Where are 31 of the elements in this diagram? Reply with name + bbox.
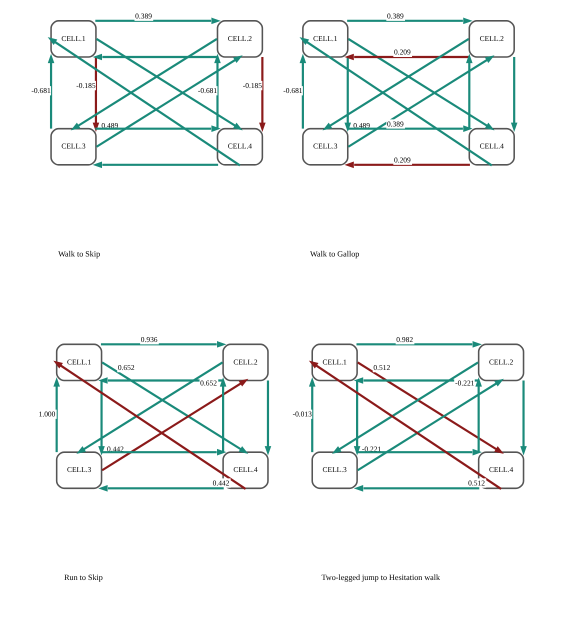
arrow	[92, 54, 218, 60]
arrow	[344, 57, 351, 132]
arrow	[52, 377, 60, 452]
arrow	[47, 54, 54, 129]
arrow	[47, 37, 240, 166]
arrow	[299, 54, 306, 129]
arrow	[344, 54, 470, 60]
arrow	[474, 377, 482, 452]
arrow	[214, 54, 220, 129]
arrow	[98, 380, 104, 456]
arrow	[356, 341, 482, 348]
arrow	[258, 57, 266, 132]
arrow	[353, 380, 360, 456]
arrow	[92, 57, 99, 132]
arrow	[219, 377, 226, 452]
arrow	[94, 18, 220, 24]
arrow	[520, 380, 526, 456]
arrow	[92, 162, 218, 168]
arrow	[353, 377, 479, 384]
arrow	[466, 54, 472, 129]
arrow	[346, 18, 472, 24]
arrow	[347, 55, 494, 148]
arrow	[308, 377, 316, 452]
arrow	[344, 162, 470, 168]
arrow	[100, 341, 226, 348]
arrow	[353, 485, 479, 492]
arrow	[510, 57, 517, 132]
arrow	[98, 377, 224, 384]
arrow	[98, 485, 224, 492]
arrow	[95, 55, 242, 148]
arrow	[264, 380, 271, 456]
